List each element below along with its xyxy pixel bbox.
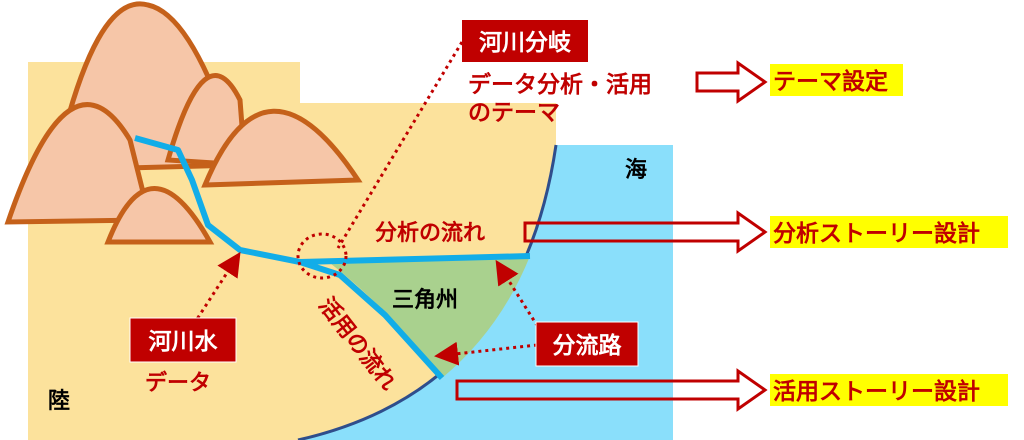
distributary-box [535,321,639,367]
arrow-to-theme [695,60,768,104]
utilization-story-highlight [770,374,1008,406]
river-branch-label: 河川分岐 [479,30,572,56]
delta-area [330,256,530,378]
theme-text-line1: データ分析・活用 [468,71,652,98]
arrow-to-utilization [455,368,768,412]
river-branch-box [462,20,588,62]
land-label: 陸 [48,388,70,414]
analysis-flow-label: 分析の流れ [375,220,485,246]
utilization-story-label: 活用ストーリー設計 [773,378,980,405]
river-water-box [129,317,237,363]
theme-text-line2: のテーマ [468,100,560,126]
delta-label: 三角州 [392,287,458,313]
data-label: データ [145,370,211,396]
distributary-label: 分流路 [553,332,623,359]
outline-arrows [455,60,768,412]
theme-setting-label: テーマ設定 [773,68,888,95]
analysis-story-highlight [770,216,1008,248]
analysis-story-label: 分析ストーリー設計 [773,220,980,247]
annotation-lines [188,41,547,366]
theme-setting-highlight [770,64,903,96]
mountains [4,1,363,245]
sea-label: 海 [625,157,647,183]
arrow-to-analysis [523,210,768,254]
river-water-label: 河川水 [149,329,219,355]
